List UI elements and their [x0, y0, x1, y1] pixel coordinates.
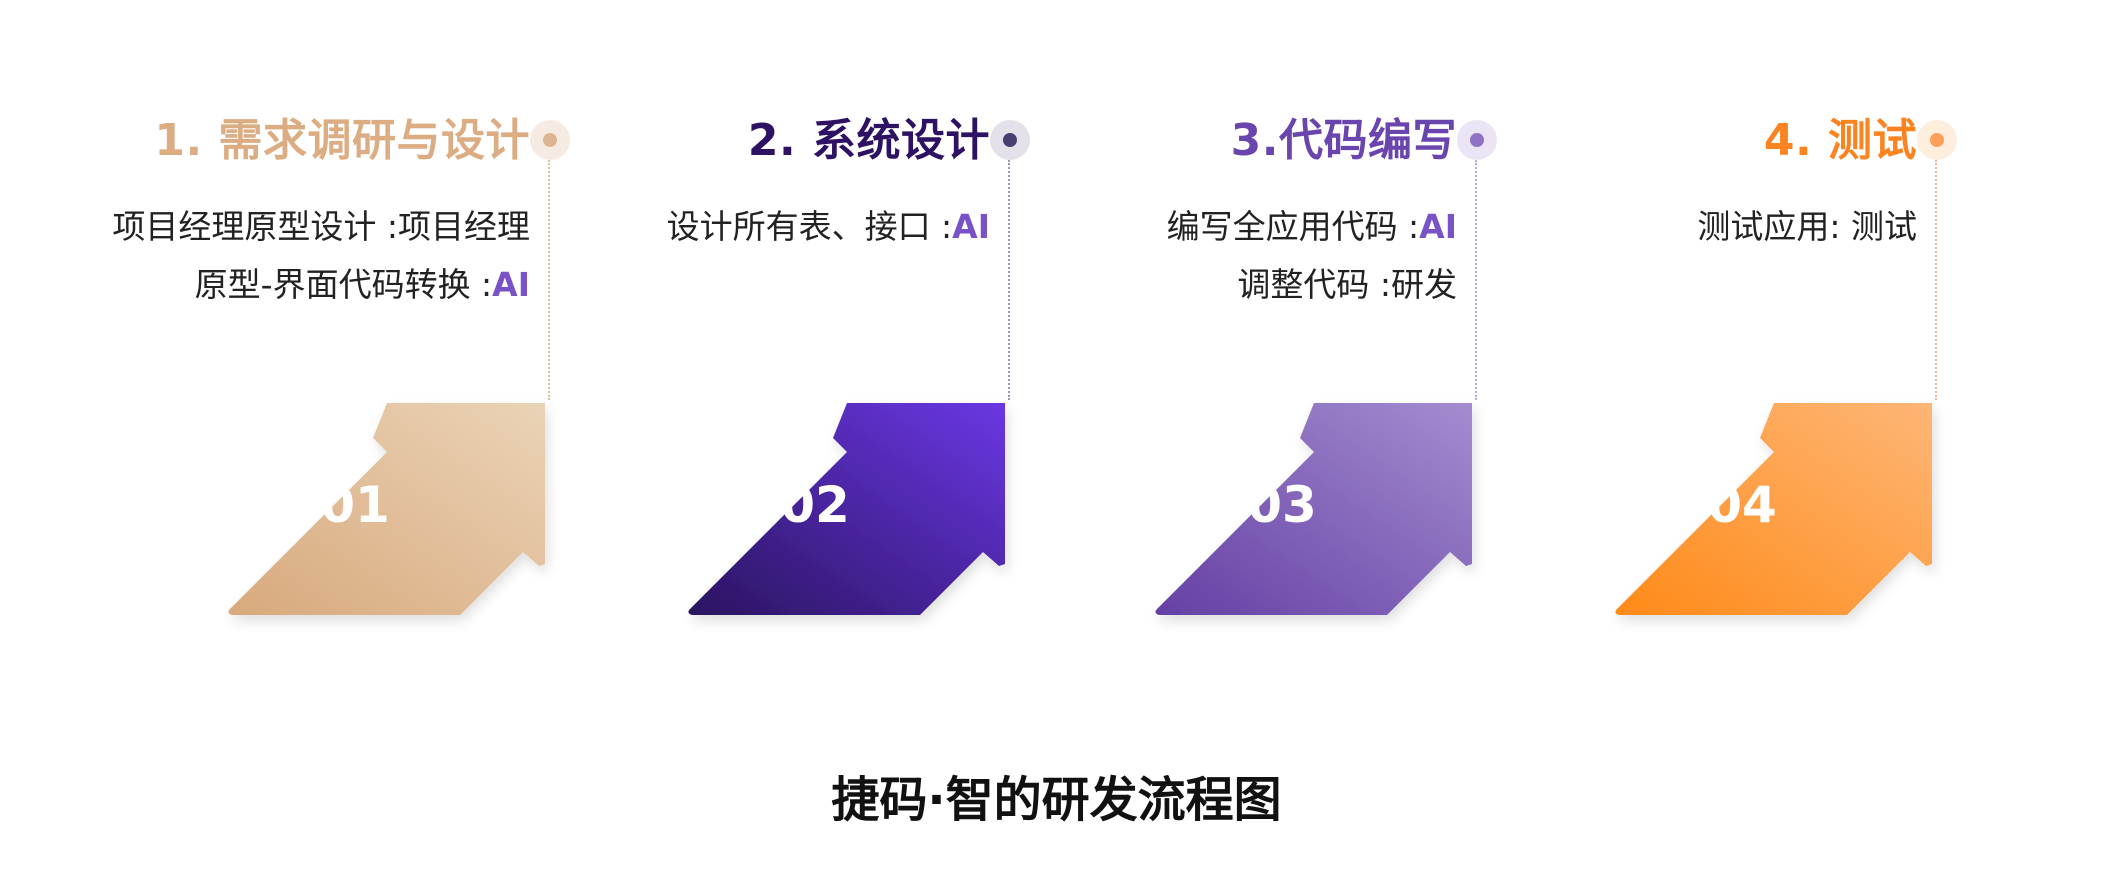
diagram-caption: 捷码·智的研发流程图 [831, 772, 1282, 828]
step-description: 编写全应用代码 :AI 调整代码 :研发 [1167, 198, 1457, 314]
description-line: 测试应用: 测试 [1697, 207, 1917, 246]
step-dot-icon [1917, 120, 1957, 160]
ai-tag: AI [952, 207, 990, 246]
connector-line [1475, 160, 1477, 400]
step-arrow-shape [688, 403, 1005, 615]
step-2: 02 2. 系统设计 设计所有表、接口 :AI [555, 0, 1075, 874]
step-title: 2. 系统设计 [747, 115, 990, 166]
step-title: 1. 需求调研与设计 [154, 115, 530, 166]
step-number: 02 [780, 476, 850, 534]
step-arrow-shape [228, 403, 545, 615]
step-title: 4. 测试 [1763, 115, 1917, 166]
description-line: 编写全应用代码 :AI [1166, 207, 1457, 246]
description-line: 项目经理原型设计 :项目经理 [112, 207, 530, 246]
description-line: 调整代码 :研发 [1237, 265, 1457, 304]
step-title: 3.代码编写 [1230, 115, 1457, 166]
description-line: 原型-界面代码转换 :AI [194, 265, 530, 304]
connector-line [548, 160, 550, 400]
step-dot-icon [990, 120, 1030, 160]
step-dot-icon [530, 120, 570, 160]
step-4: 04 4. 测试 测试应用: 测试 [1482, 0, 2002, 874]
step-3: 03 3.代码编写 编写全应用代码 :AI 调整代码 :研发 [1022, 0, 1542, 874]
description-line: 设计所有表、接口 :AI [666, 207, 990, 246]
connector-line [1008, 160, 1010, 400]
step-arrow-shape [1615, 403, 1932, 615]
step-description: 项目经理原型设计 :项目经理 原型-界面代码转换 :AI [112, 198, 530, 314]
step-description: 设计所有表、接口 :AI [667, 198, 990, 256]
step-number: 01 [320, 476, 390, 534]
connector-line [1935, 160, 1937, 400]
step-number: 04 [1707, 476, 1777, 534]
step-arrow-shape [1155, 403, 1472, 615]
step-dot-icon [1457, 120, 1497, 160]
step-number: 03 [1247, 476, 1317, 534]
step-1: 01 1. 需求调研与设计 项目经理原型设计 :项目经理 原型-界面代码转换 :… [95, 0, 615, 874]
ai-tag: AI [492, 265, 530, 304]
ai-tag: AI [1419, 207, 1457, 246]
step-description: 测试应用: 测试 [1697, 198, 1917, 256]
